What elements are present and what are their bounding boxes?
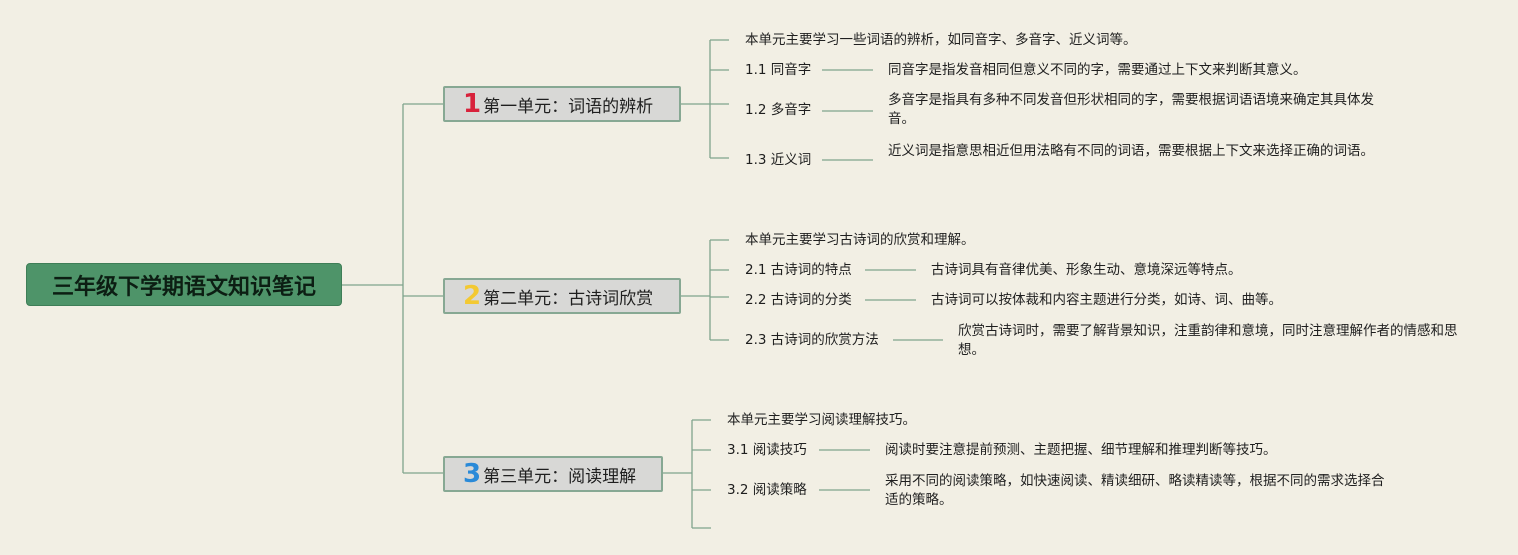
unit-2-number: 2: [463, 281, 482, 311]
unit-2-topic-3-label[interactable]: 2.3 古诗词的欣赏方法: [745, 332, 879, 348]
unit-1-topic-1-label[interactable]: 1.1 同音字: [745, 62, 812, 78]
unit-1-title: 第一单元：词语的辨析: [483, 96, 654, 117]
unit-3-summary[interactable]: 本单元主要学习阅读理解技巧。: [727, 412, 916, 428]
unit-1-summary[interactable]: 本单元主要学习一些词语的辨析，如同音字、多音字、近义词等。: [745, 32, 1137, 48]
unit-2-topic-1-desc[interactable]: 古诗词具有音律优美、形象生动、意境深远等特点。: [931, 262, 1242, 278]
unit-1-topic-2-desc[interactable]: 多音字是指具有多种不同发音但形状相同的字，需要根据词语语境来确定其具体发音。: [888, 92, 1374, 127]
unit-3-title: 第三单元：阅读理解: [483, 466, 637, 487]
root-node[interactable]: 三年级下学期语文知识笔记: [26, 263, 342, 306]
unit-2-topic-2-label[interactable]: 2.2 古诗词的分类: [745, 292, 852, 308]
unit-3-number: 3: [463, 459, 482, 489]
unit-3-topic-1-desc[interactable]: 阅读时要注意提前预测、主题把握、细节理解和推理判断等技巧。: [885, 442, 1277, 458]
unit-1-number: 1: [463, 89, 482, 119]
unit-1-topic-2-label[interactable]: 1.2 多音字: [745, 102, 812, 118]
unit-3-topic-2-desc[interactable]: 采用不同的阅读策略，如快速阅读、精读细研、略读精读等，根据不同的需求选择合适的策…: [885, 473, 1385, 508]
unit-2-summary[interactable]: 本单元主要学习古诗词的欣赏和理解。: [745, 232, 975, 248]
unit-1-topic-3-label[interactable]: 1.3 近义词: [745, 152, 812, 168]
unit-3-node[interactable]: 3 第三单元：阅读理解: [443, 456, 663, 492]
unit-2-node[interactable]: 2 第二单元：古诗词欣赏: [443, 278, 681, 314]
unit-3-topic-1-label[interactable]: 3.1 阅读技巧: [727, 442, 807, 458]
unit-2-topic-3-desc[interactable]: 欣赏古诗词时，需要了解背景知识，注重韵律和意境，同时注意理解作者的情感和思想。: [958, 323, 1458, 358]
unit-2-title: 第二单元：古诗词欣赏: [483, 288, 654, 309]
unit-2-topic-2-desc[interactable]: 古诗词可以按体裁和内容主题进行分类，如诗、词、曲等。: [931, 292, 1282, 308]
unit-1-topic-3-desc[interactable]: 近义词是指意思相近但用法略有不同的词语，需要根据上下文来选择正确的词语。: [888, 143, 1374, 159]
unit-1-topic-1-desc[interactable]: 同音字是指发音相同但意义不同的字，需要通过上下文来判断其意义。: [888, 62, 1307, 78]
root-title: 三年级下学期语文知识笔记: [51, 274, 316, 300]
unit-1-node[interactable]: 1 第一单元：词语的辨析: [443, 86, 681, 122]
unit-2-topic-1-label[interactable]: 2.1 古诗词的特点: [745, 262, 852, 278]
unit-3-topic-2-label[interactable]: 3.2 阅读策略: [727, 482, 807, 498]
